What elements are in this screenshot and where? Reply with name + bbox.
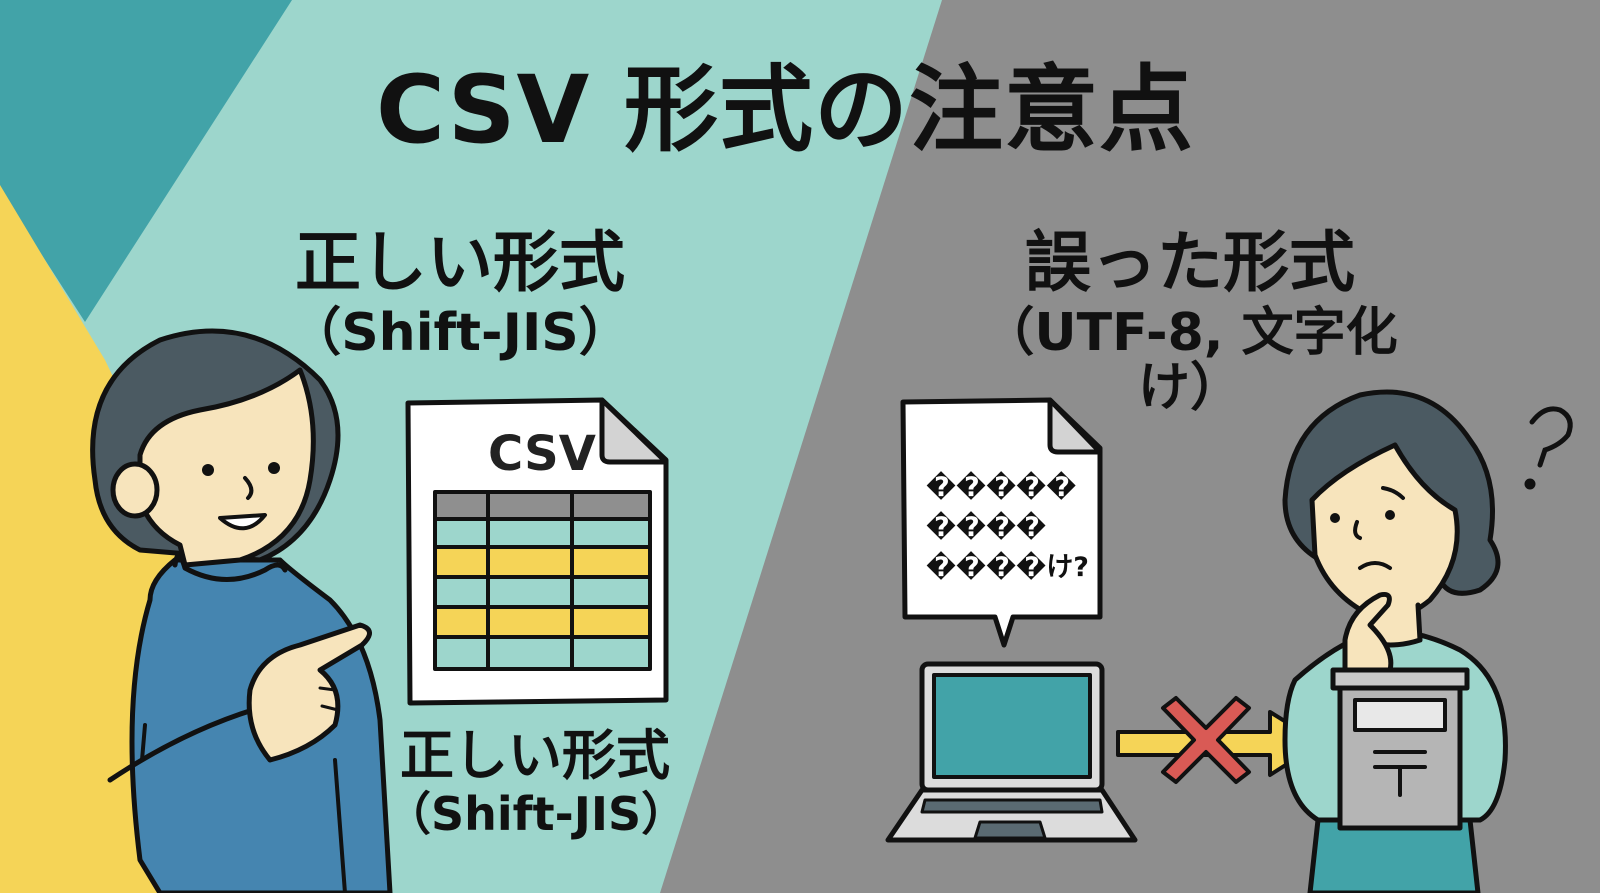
- left-subheading: （Shift-JIS）: [289, 303, 631, 363]
- garbled-text: ����� ���� ����け?: [926, 468, 1089, 588]
- right-heading: 誤った形式: [1025, 224, 1355, 301]
- garbled-line-3: ����け?: [926, 552, 1089, 583]
- page-title: CSV 形式の注意点: [376, 56, 1194, 165]
- garbled-line-1: �����: [926, 472, 1077, 503]
- garbled-line-2: ����: [926, 512, 1047, 543]
- left-caption: 正しい形式: [400, 724, 670, 787]
- left-caption-sub: （Shift-JIS）: [385, 787, 688, 841]
- csv-label: CSV: [488, 426, 596, 482]
- left-heading: 正しい形式: [295, 224, 625, 301]
- right-subheading: （UTF-8, 文字化け）: [982, 303, 1398, 418]
